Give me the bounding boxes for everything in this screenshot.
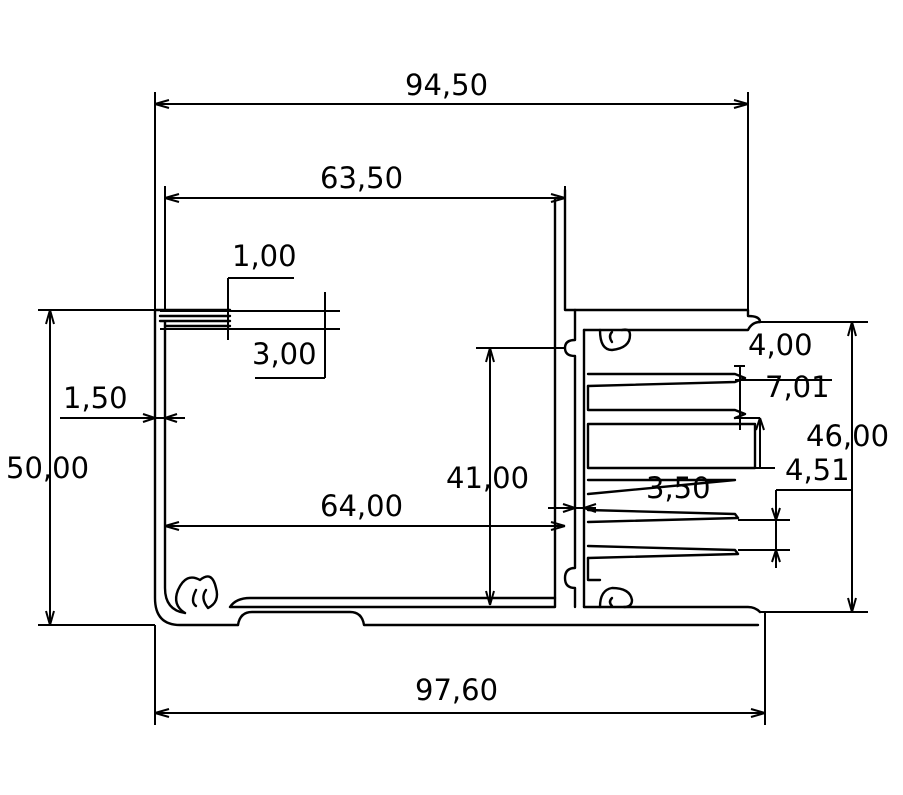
dim-label-4-00: 4,00 xyxy=(748,328,813,362)
dim-label-63-50: 63,50 xyxy=(320,161,403,195)
dimension-lines xyxy=(38,92,868,725)
dim-label-1-00: 1,00 xyxy=(232,239,297,273)
dim-label-3-00: 3,00 xyxy=(252,337,317,371)
dim-label-3-50: 3,50 xyxy=(646,471,711,505)
profile-outline xyxy=(153,188,762,627)
dim-label-50-00: 50,00 xyxy=(6,451,89,485)
dim-label-97-60: 97,60 xyxy=(415,673,498,707)
dim-label-1-50: 1,50 xyxy=(63,381,128,415)
dim-label-41-00: 41,00 xyxy=(446,461,529,495)
dimension-labels: 94,50 63,50 1,00 3,00 1,50 50,00 64,00 4… xyxy=(6,68,889,707)
dim-label-94-50: 94,50 xyxy=(405,68,488,102)
dim-label-46-00: 46,00 xyxy=(806,419,889,453)
dim-label-7-01: 7,01 xyxy=(765,370,830,404)
dim-label-4-51: 4,51 xyxy=(785,453,850,487)
dim-label-64-00: 64,00 xyxy=(320,489,403,523)
